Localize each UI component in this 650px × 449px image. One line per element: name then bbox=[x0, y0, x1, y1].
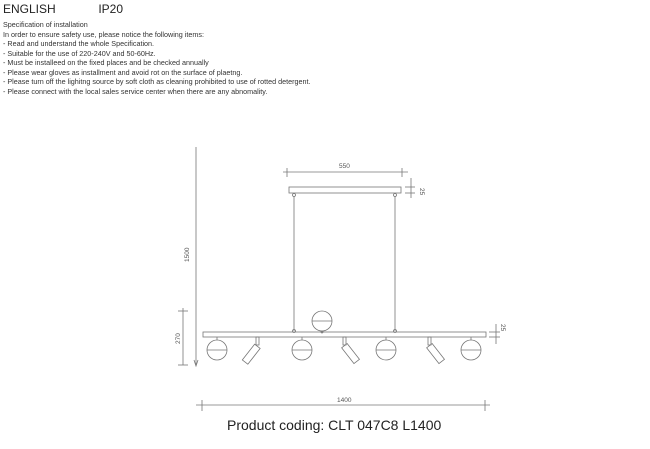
spec-item: - Please connect with the local sales se… bbox=[3, 86, 268, 96]
spot-lamp bbox=[426, 336, 446, 365]
spot-lamp bbox=[341, 336, 361, 365]
spec-item: - Please wear gloves as installment and … bbox=[3, 67, 243, 77]
dim-270: 270 bbox=[175, 333, 182, 344]
product-coding: Product coding: CLT 047C8 L1400 bbox=[227, 417, 442, 433]
dim-bar-25: 25 bbox=[499, 324, 506, 332]
spec-item: - Read and understand the whole Specific… bbox=[3, 39, 155, 48]
spec-item: - Please turn off the lighitng source by… bbox=[3, 77, 311, 86]
globe-lamp bbox=[460, 337, 482, 361]
spec-item: - Must be installeed on the fixed places… bbox=[3, 58, 209, 67]
ip-rating-label: IP20 bbox=[98, 2, 124, 16]
spot-lamp bbox=[241, 336, 261, 365]
globe-lamp bbox=[375, 337, 397, 361]
dim-550: 550 bbox=[339, 163, 350, 170]
arrow-icon bbox=[193, 359, 199, 368]
globe-lamp bbox=[291, 337, 313, 361]
main-bar bbox=[202, 331, 487, 338]
canopy bbox=[288, 186, 402, 194]
spec-intro: In order to ensure safety use, please no… bbox=[3, 29, 204, 39]
header: ENGLISH IP20 bbox=[3, 2, 123, 16]
specification-block: Specification of installation In order t… bbox=[3, 20, 311, 96]
spec-title: Specification of installation bbox=[3, 20, 88, 29]
dim-1400: 1400 bbox=[337, 397, 352, 404]
language-label: ENGLISH bbox=[3, 2, 56, 16]
globe-lamp-top bbox=[311, 310, 333, 334]
spec-item: - Suitable for the use of 220-240V and 5… bbox=[3, 48, 156, 58]
globe-lamp bbox=[206, 337, 228, 361]
dim-canopy-25: 25 bbox=[418, 188, 425, 196]
dim-1500: 1500 bbox=[184, 247, 191, 262]
